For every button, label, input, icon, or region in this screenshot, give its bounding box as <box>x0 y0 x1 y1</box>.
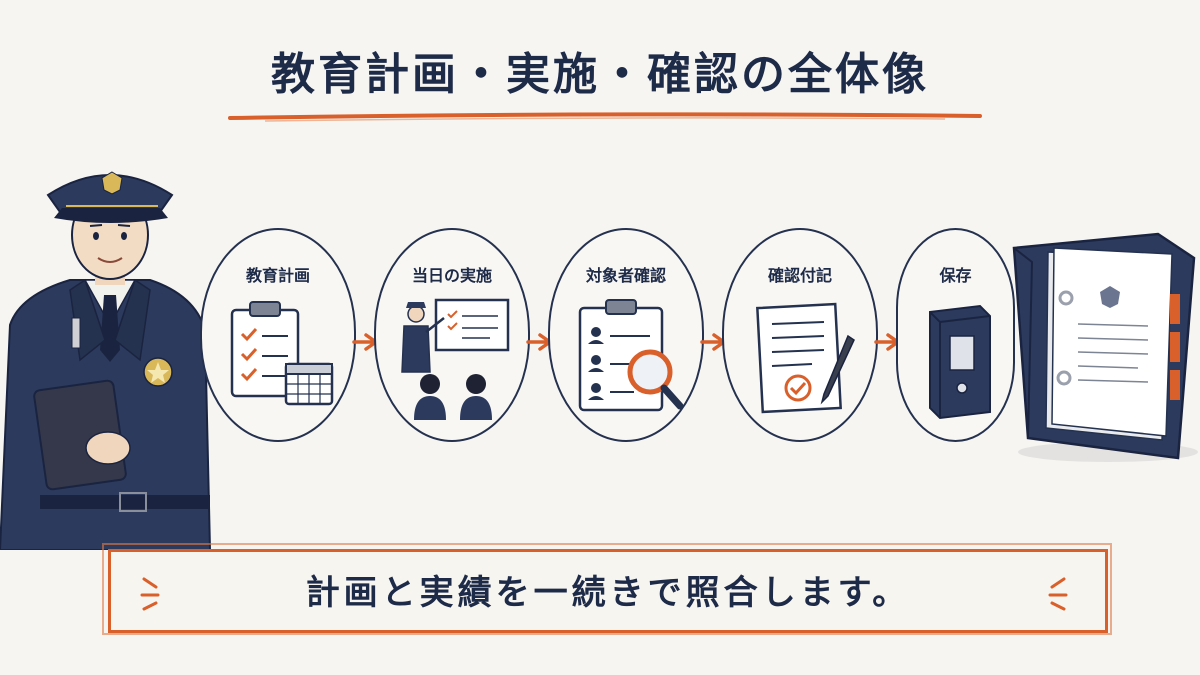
document-pen-icon <box>756 302 855 414</box>
step-1: 教育計画 <box>200 228 356 442</box>
page-title: 教育計画・実施・確認の全体像 <box>271 49 929 100</box>
clipboard-calendar-icon <box>230 301 334 406</box>
emphasis-marks-icon <box>1048 577 1068 611</box>
lecture-icon <box>401 298 510 420</box>
step-label: 確認付記 <box>767 266 832 285</box>
emphasis-marks-icon <box>140 577 160 611</box>
step-5: 保存 <box>896 228 1015 442</box>
step-3: 対象者確認 <box>548 228 704 442</box>
step-4: 確認付記 <box>722 228 878 442</box>
binder-icon <box>929 304 991 420</box>
title-underline <box>228 112 982 122</box>
document-binder-illustration <box>1012 232 1198 462</box>
step-label: 当日の実施 <box>411 266 492 285</box>
callout-text: 計画と実績を一続きで照合します。 <box>305 573 911 613</box>
step-2: 当日の実施 <box>374 228 530 442</box>
police-officer-illustration <box>0 171 212 550</box>
step-label: 対象者確認 <box>585 266 666 285</box>
process-flow: 教育計画 当日の実施 <box>200 228 1015 448</box>
step-label: 教育計画 <box>245 266 310 285</box>
step-label: 保存 <box>939 266 972 285</box>
callout-box: 計画と実績を一続きで照合します。 <box>100 543 1116 639</box>
clipboard-search-icon <box>578 299 684 412</box>
